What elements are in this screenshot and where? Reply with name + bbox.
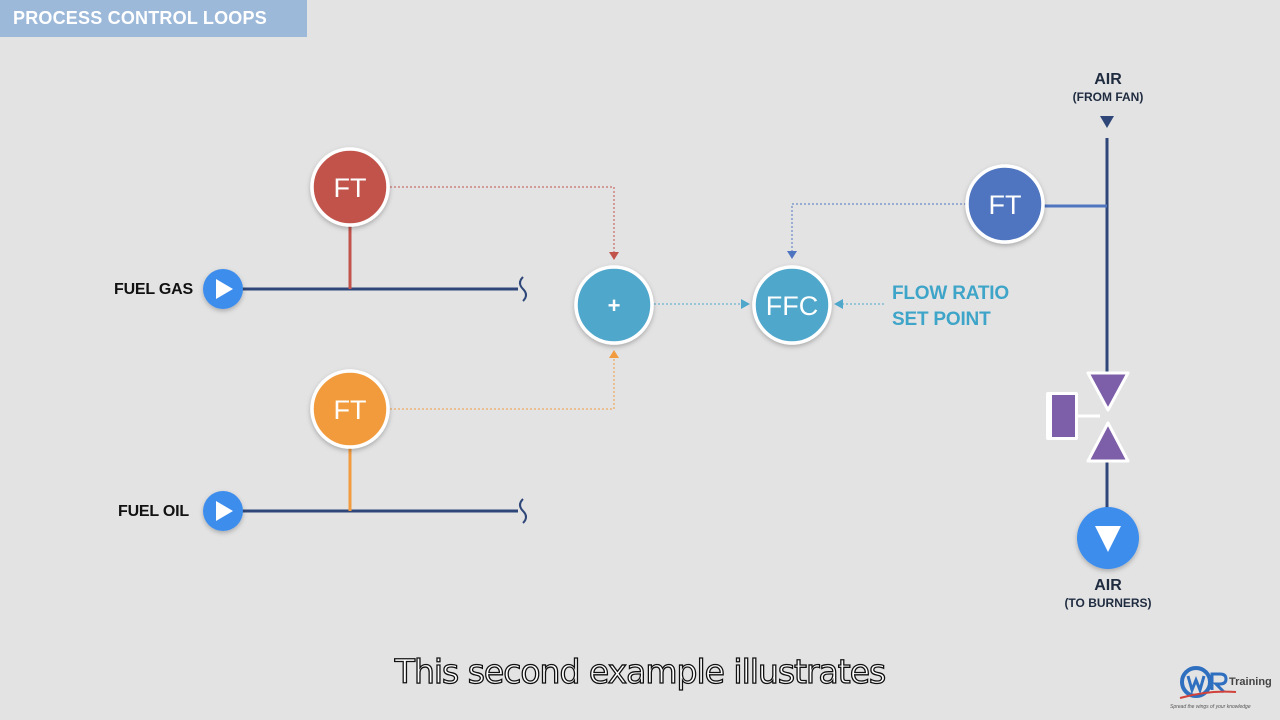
ft-oil-signal-line <box>390 354 615 410</box>
air-bottom-main: AIR <box>1094 577 1122 594</box>
setpoint-line-2: SET POINT <box>892 309 991 330</box>
air-top-main: AIR <box>1094 71 1122 88</box>
ft-air-bubble <box>965 164 1045 244</box>
fuel-oil-pipe-break-icon <box>519 498 527 524</box>
ft-gas-signal-arrow-icon <box>609 252 619 260</box>
ft-air-signal-arrow-icon <box>787 251 797 259</box>
fuel-gas-pipe-break-icon <box>519 276 527 302</box>
air-bottom-sub: (TO BURNERS) <box>1064 596 1152 610</box>
flow-ratio-setpoint-label: FLOW RATIO SET POINT <box>892 281 1009 333</box>
logo-brand-text: Training <box>1229 676 1272 688</box>
control-valve-icon <box>1046 371 1130 463</box>
ffc-bubble <box>752 265 832 345</box>
title-banner: PROCESS CONTROL LOOPS <box>0 0 307 37</box>
ft-air-signal-line <box>791 203 966 254</box>
fuel-oil-label: FUEL OIL <box>118 503 189 520</box>
logo-tagline: Spread the wings of your knowledge <box>1170 704 1251 710</box>
air-inlet-arrow-icon <box>1100 116 1114 128</box>
ffc-label: FFC <box>766 291 818 321</box>
setpoint-line-1: FLOW RATIO <box>892 283 1009 304</box>
ft-air-label: FT <box>989 190 1022 220</box>
subtitle-caption: This second example illustrates <box>394 651 887 691</box>
page-title: PROCESS CONTROL LOOPS <box>13 8 267 28</box>
ft-gas-label: FT <box>334 173 367 203</box>
setpoint-arrow-icon <box>834 299 843 309</box>
ft-oil-signal-arrow-icon <box>609 350 619 358</box>
summer-to-ffc-arrow-icon <box>741 299 750 309</box>
air-from-fan-label: AIR (FROM FAN) <box>1058 71 1158 104</box>
summer-bubble <box>574 265 654 345</box>
air-to-burners-label: AIR (TO BURNERS) <box>1053 577 1163 610</box>
summer-label: + <box>608 293 621 318</box>
fuel-gas-label: FUEL GAS <box>114 281 194 298</box>
fuel-oil-inlet-icon <box>203 491 243 531</box>
fuel-gas-inlet-icon <box>203 269 243 309</box>
ft-oil-bubble <box>310 369 390 449</box>
ft-gas-bubble <box>310 147 390 227</box>
wr-logo-icon <box>1179 666 1237 699</box>
ft-oil-label: FT <box>334 395 367 425</box>
ft-gas-signal-line <box>390 186 615 256</box>
brand-logo: Training Spread the wings of your knowle… <box>1170 664 1272 714</box>
air-outlet-icon <box>1077 507 1139 569</box>
air-top-sub: (FROM FAN) <box>1072 90 1144 104</box>
